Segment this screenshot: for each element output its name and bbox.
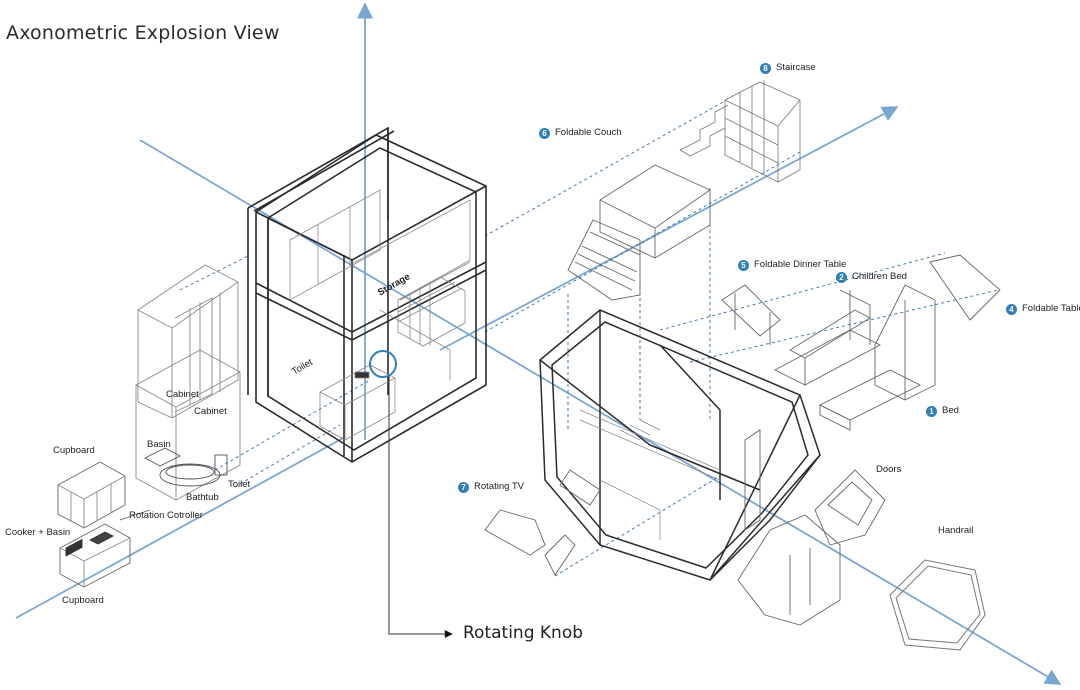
rotating-knob-highlight [369, 350, 397, 378]
staircase [679, 80, 801, 183]
callout-foldable-table: 4 Foldable Table [1006, 303, 1080, 315]
handrail [889, 559, 986, 651]
callout-text: Rotating TV [474, 481, 524, 492]
callout-text: Bed [942, 405, 959, 416]
foldable-dinner-table [721, 284, 781, 345]
left-modules [57, 264, 241, 588]
toilet-lower-label: Toilet [228, 479, 251, 490]
callout-text: Foldable Table [1022, 303, 1080, 314]
callout-text: Staircase [776, 62, 816, 73]
bed-assembly [818, 254, 1001, 431]
hex-interior [579, 409, 721, 540]
rotation-controller-label: Rotation Cotroller [129, 510, 203, 521]
bathtub-label: Bathtub [186, 492, 219, 503]
diagonal-axis-upper [439, 106, 899, 351]
callout-number: 1 [926, 406, 937, 417]
callout-staircase: 8 Staircase [760, 62, 816, 74]
cooker-basin-label: Cooker + Basin [5, 527, 71, 538]
doors-label: Doors [876, 464, 902, 475]
children-bed [774, 289, 881, 386]
basin-label: Basin [147, 439, 171, 450]
callout-text: Foldable Dinner Table [754, 259, 847, 270]
cupboard-top-label: Cupboard [53, 445, 95, 456]
rotating-tv [484, 469, 601, 576]
callout-foldable-couch: 6 Foldable Couch [539, 127, 622, 139]
callout-foldable-dinner-table: 5 Foldable Dinner Table [738, 259, 846, 271]
callout-text: Children Bed [852, 271, 907, 282]
cupboard-bottom-label: Cupboard [62, 595, 104, 606]
callout-rotating-tv: 7 Rotating TV [458, 481, 524, 493]
knob-leader [388, 376, 453, 638]
main-cube [247, 126, 487, 463]
callout-number: 5 [738, 260, 749, 271]
cabinet-label-1: Cabinet [166, 389, 199, 400]
diagram-title: Axonometric Explosion View [6, 22, 280, 44]
projection-lines [179, 100, 999, 577]
callout-number: 2 [836, 272, 847, 283]
callout-number: 6 [539, 128, 550, 139]
doors [737, 429, 886, 626]
callout-bed: 1 Bed [926, 405, 959, 417]
cabinet-label-2: Cabinet [194, 406, 227, 417]
foldable-couch [567, 164, 711, 301]
callout-number: 7 [458, 482, 469, 493]
callout-children-bed: 2 Children Bed [836, 271, 907, 283]
cube-interior [289, 189, 471, 441]
handrail-label: Handrail [938, 525, 974, 536]
diagonal-axis-lower [15, 436, 346, 619]
callout-number: 8 [760, 63, 771, 74]
hex-frame [539, 309, 821, 581]
callout-text: Foldable Couch [555, 127, 622, 138]
callout-number: 4 [1006, 304, 1017, 315]
rotating-knob-label: Rotating Knob [463, 623, 584, 643]
